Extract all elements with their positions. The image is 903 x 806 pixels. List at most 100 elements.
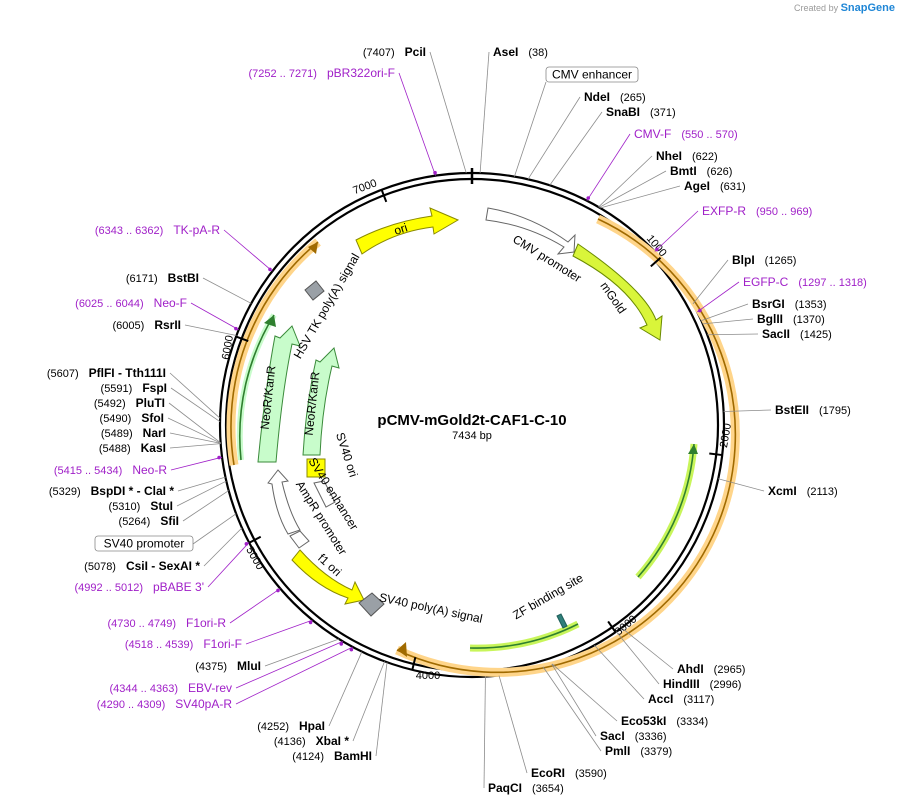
primer-label[interactable]: pBR322ori-F(7252 .. 7271) [248,66,395,80]
enzyme-name: RsrII [154,318,181,332]
enzyme-label[interactable]: HpaI(4252) [257,719,325,733]
enzyme-position: (3654) [532,783,564,795]
enzyme-label[interactable]: SnaBI(371) [606,105,676,119]
enzyme-leader-line [599,170,667,208]
primer-name: F1ori-F [203,637,242,651]
primer-label[interactable]: F1ori-F (4518 .. 4539) [125,637,242,651]
enzyme-label[interactable]: KasI(5488) [99,441,166,455]
enzyme-label[interactable]: SacII(1425) [762,327,832,341]
enzyme-position: (5264) [119,516,151,528]
primer-label[interactable]: SV40pA-R(4290 .. 4309) [97,697,233,711]
primer-label[interactable]: F1ori-R(4730 .. 4749) [107,616,226,630]
enzyme-label[interactable]: CsiI - SexAI *(5078) [84,559,200,573]
enzyme-label[interactable]: Eco53kI(3334) [621,714,708,728]
tick-label: 6000 [220,334,236,360]
enzyme-label[interactable]: BspDI * - ClaI *(5329) [49,484,174,498]
enzyme-label[interactable]: PluTI(5492) [94,396,165,410]
enzyme-label[interactable]: BglII(1370) [757,312,825,326]
feature-label: HSV TK poly(A) signal [291,251,363,361]
enzyme-label[interactable]: PaqCI(3654) [488,781,564,795]
enzyme-leader-line [169,372,221,419]
enzyme-position: (2996) [710,679,742,691]
primer-label[interactable]: EXFP-R(950 .. 969) [702,204,812,218]
tick-label: 7000 [351,177,378,197]
enzyme-label[interactable]: BstEII(1795) [775,403,851,417]
primer-label[interactable]: Neo-F(6025 .. 6044) [75,296,187,310]
primer-label[interactable]: EBV-rev(4344 .. 4363) [109,681,232,695]
enzyme-label[interactable]: BlpI(1265) [732,253,796,267]
primer-label[interactable]: Neo-R(5415 .. 5434) [54,463,168,477]
primer-leader-line [586,133,631,201]
primer-name: SV40pA-R [175,697,232,711]
enzyme-name: BglII [757,312,783,326]
primer-name: EBV-rev [188,681,232,695]
enzyme-name: PmlI [605,744,630,758]
primer-label[interactable]: CMV-F(550 .. 570) [634,127,738,141]
enzyme-leader-line [177,476,226,492]
enzyme-name: BamHI [334,749,372,763]
enzyme-leader-line [429,51,467,174]
enzyme-position: (626) [707,166,733,178]
enzyme-label[interactable]: RsrII(6005) [113,318,181,332]
primer-label[interactable]: TK-pA-R(6343 .. 6362) [95,223,221,237]
enzyme-label[interactable]: AgeI(631) [684,179,746,193]
enzyme-label[interactable]: MluI(4375) [195,659,261,673]
enzyme-label[interactable]: PflFI - Tth111I(5607) [47,366,166,380]
enzyme-label[interactable]: SfoI(5490) [100,411,164,425]
primer-position: (6343 .. 6362) [95,225,164,237]
enzyme-label[interactable]: XbaI *(4136) [274,734,349,748]
enzyme-leader-line [184,324,237,336]
enzyme-label[interactable]: BamHI(4124) [292,749,372,763]
feature-mgold [572,243,663,341]
enzyme-label[interactable]: HindIII(2996) [663,677,741,691]
enzyme-label[interactable]: BmtI(626) [670,164,732,178]
enzyme-name: AccI [648,692,673,706]
primer-label[interactable]: pBABE 3'(4992 .. 5012) [75,580,205,594]
enzyme-label[interactable]: PciI(7407) [363,45,426,59]
enzyme-label[interactable]: PmlI(3379) [605,744,672,758]
enzyme-label[interactable]: FspI(5591) [101,381,167,395]
feature-ampr-promoter [267,469,301,535]
primer-leader-line [654,210,699,252]
primer-site-marker [586,196,591,200]
primer-label[interactable]: EGFP-C(1297 .. 1318) [743,275,867,289]
enzyme-label[interactable]: SfiI(5264) [119,514,179,528]
enzyme-position: (5488) [99,443,131,455]
enzyme-label[interactable]: AhdI(2965) [677,662,745,676]
enzyme-label[interactable]: BstBI(6171) [126,271,199,285]
enzyme-leader-line [615,631,660,685]
enzyme-label[interactable]: NdeI(265) [584,90,646,104]
primer-site-marker [433,170,437,175]
primer-name: pBR322ori-F [327,66,395,80]
enzyme-label[interactable]: XcmI(2113) [768,484,838,498]
enzyme-position: (7407) [363,47,395,59]
boxed-feature-label[interactable]: CMV enhancer [545,66,639,83]
enzyme-label[interactable]: NarI(5489) [101,426,166,440]
enzyme-name: XbaI * [316,734,350,748]
feature-cmv-promoter [485,207,576,255]
feature-hsv-tk-polya [304,280,325,301]
enzyme-leader-line [542,666,602,752]
primer-site-marker [698,308,702,313]
enzyme-label[interactable]: AseI(38) [493,45,548,59]
feature-ori [355,207,460,255]
enzyme-leader-line [600,185,681,209]
primer-site-marker [234,326,238,331]
enzyme-label[interactable]: AccI(3117) [648,692,714,706]
enzyme-label[interactable]: EcoRI(3590) [531,766,607,780]
primer-leader-line [229,588,281,624]
primer-name: EXFP-R [702,204,746,218]
orf-arc-mgold [396,218,737,674]
primer-leader-line [170,456,223,471]
enzyme-name: SacII [762,327,790,341]
boxed-feature-name: CMV enhancer [552,68,632,82]
enzyme-label[interactable]: StuI(5310) [109,499,173,513]
enzyme-label[interactable]: NheI(622) [656,149,718,163]
primer-site-marker [268,267,272,272]
enzyme-name: AgeI [684,179,710,193]
primer-position: (4518 .. 4539) [125,639,194,651]
enzyme-label[interactable]: BsrGI(1353) [752,297,826,311]
boxed-feature-label[interactable]: SV40 promoter [94,535,194,552]
enzyme-position: (2113) [807,486,838,498]
enzyme-label[interactable]: SacI(3336) [600,729,666,743]
